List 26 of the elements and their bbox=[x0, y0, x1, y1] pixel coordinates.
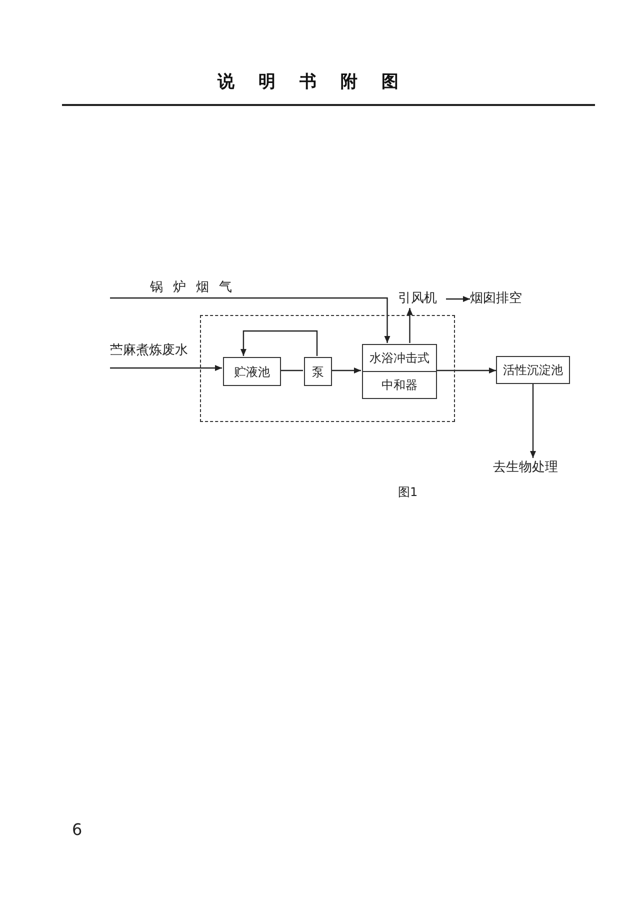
arrow bbox=[240, 330, 318, 356]
box-text: 泵 bbox=[312, 364, 324, 380]
arrow bbox=[446, 296, 470, 302]
arrow bbox=[110, 297, 390, 343]
flow-label: 去生物处理 bbox=[493, 458, 573, 478]
page-title: 说明书附图 bbox=[216, 71, 424, 94]
flow-label: 烟囱排空 bbox=[470, 290, 540, 308]
box-text: 活性沉淀池 bbox=[503, 362, 563, 379]
page-number: 6 bbox=[72, 819, 82, 841]
arrow bbox=[331, 368, 361, 374]
process-box bbox=[223, 357, 281, 386]
process-box bbox=[362, 344, 437, 399]
flow-label: 锅炉烟气 bbox=[110, 280, 240, 298]
arrow bbox=[530, 384, 536, 458]
box-text: 中和器 bbox=[382, 377, 418, 394]
arrow bbox=[406, 308, 413, 343]
arrow bbox=[436, 368, 496, 374]
box-text: 水浴冲击式 bbox=[370, 350, 430, 367]
flow-label: 苎麻煮炼废水 bbox=[110, 343, 210, 368]
dashed-boundary bbox=[200, 315, 455, 422]
process-box bbox=[496, 356, 570, 384]
flow-label: 引风机 bbox=[398, 290, 446, 308]
box-text: 贮液池 bbox=[234, 364, 270, 380]
figure-label: 图1 bbox=[398, 484, 418, 501]
process-box bbox=[304, 357, 332, 386]
arrow bbox=[110, 365, 222, 371]
